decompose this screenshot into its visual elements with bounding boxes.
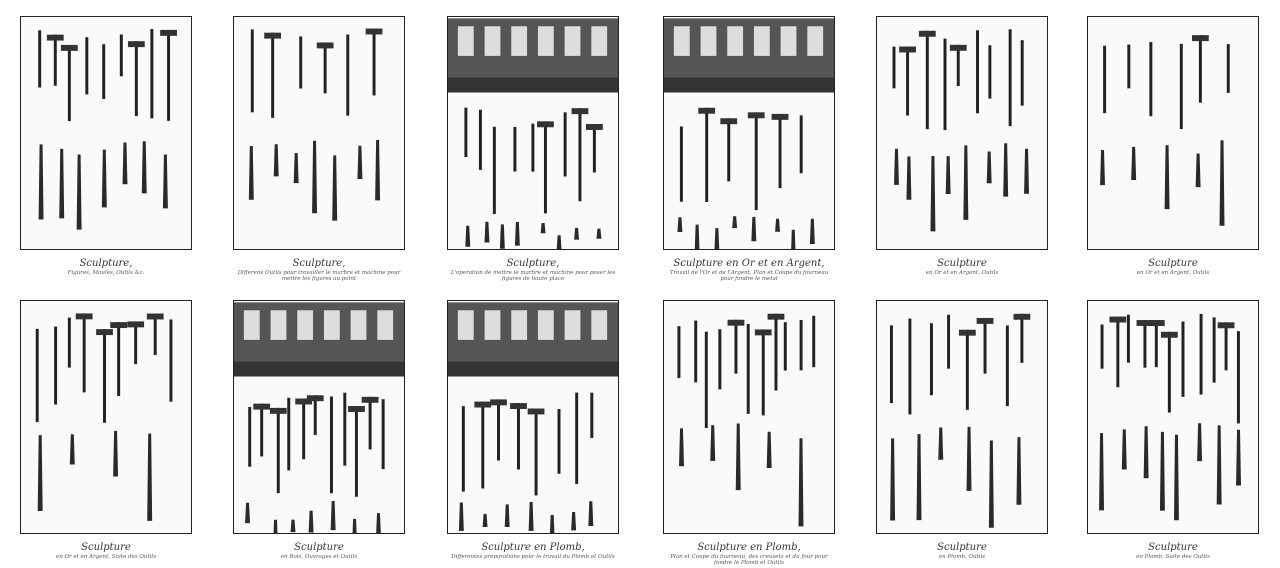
engraving-plate[interactable]: Sculpture en Or et en Argent, Suite des …: [20, 300, 192, 560]
plate-title: Sculpture en Plomb,: [697, 542, 801, 553]
plate-title: Sculpture: [81, 542, 131, 553]
engraving-illustration: [38, 29, 177, 230]
plate-subtitle: en Bois, Ouvrages et Outils: [280, 553, 358, 560]
plate-frame: [233, 16, 405, 250]
plate-subtitle: Figures, Moules, Outils &c.: [67, 269, 145, 276]
plate-caption: Sculpture en Or et en Argent, Travail de…: [663, 252, 835, 282]
plate-caption: Sculpture en Or et en Argent, Outils: [876, 252, 1048, 276]
plate-caption: Sculpture en Or et en Argent, Suite des …: [20, 536, 192, 560]
plate-frame: [1087, 300, 1259, 534]
engraving-illustration: [892, 29, 1030, 232]
plate-caption: Sculpture en Plomb, Outils: [876, 536, 1048, 560]
plate-subtitle: en Or et en Argent, Outils: [925, 269, 999, 276]
plate-subtitle: en Or et en Argent, Suite des Outils: [55, 553, 157, 560]
plate-frame: [233, 300, 405, 534]
plate-subtitle: Differentes preparations pour le travail…: [451, 553, 615, 560]
plate-subtitle: Differens Outils pour travailler le marb…: [237, 269, 401, 282]
engraving-plate[interactable]: Sculpture en Plomb, Outils: [876, 300, 1048, 560]
engraving-illustration: [1099, 313, 1241, 521]
plate-frame: [663, 300, 835, 534]
plate-caption: Sculpture, Figures, Moules, Outils &c.: [20, 252, 192, 276]
plate-title: Sculpture: [1148, 258, 1198, 269]
plate-frame: [20, 300, 192, 534]
engraving-plate[interactable]: Sculpture en Plomb, Differentes preparat…: [447, 300, 619, 560]
plate-subtitle: Travail de l'Or et de l'Argent, Plan et …: [669, 269, 829, 282]
engraving-illustration: [664, 18, 834, 249]
engraving-plate[interactable]: Sculpture en Or et en Argent, Travail de…: [663, 16, 835, 282]
plate-title: Sculpture: [937, 258, 987, 269]
plate-frame: [876, 300, 1048, 534]
plate-caption: Sculpture, L'operation de mettre le marb…: [447, 252, 619, 282]
plate-frame: [447, 300, 619, 534]
engraving-illustration: [448, 18, 618, 249]
engraving-plate[interactable]: Sculpture, L'operation de mettre le marb…: [447, 16, 619, 282]
engraving-plate[interactable]: Sculpture, Figures, Moules, Outils &c.: [20, 16, 192, 276]
engraving-illustration: [677, 313, 816, 527]
plate-title: Sculpture: [1148, 542, 1198, 553]
engraving-illustration: [889, 313, 1031, 528]
plate-subtitle: en Or et en Argent, Outils: [1136, 269, 1210, 276]
plate-title: Sculpture: [937, 542, 987, 553]
engraving-illustration: [1100, 35, 1230, 226]
plate-caption: Sculpture en Plomb, Plan et Coupe du fou…: [663, 536, 835, 566]
plate-caption: Sculpture en Plomb, Differentes preparat…: [447, 536, 619, 560]
plate-frame: [20, 16, 192, 250]
plate-subtitle: Plan et Coupe du fourneau, des creusets …: [670, 553, 828, 566]
plate-frame: [876, 16, 1048, 250]
plate-title: Sculpture,: [79, 258, 133, 269]
plate-title: Sculpture,: [292, 258, 346, 269]
plate-caption: Sculpture en Bois, Ouvrages et Outils: [233, 536, 405, 560]
plate-title: Sculpture en Or et en Argent,: [673, 258, 825, 269]
plate-title: Sculpture: [294, 542, 344, 553]
engraving-plate[interactable]: Sculpture en Or et en Argent, Outils: [876, 16, 1048, 276]
engraving-plate[interactable]: Sculpture en Bois, Ouvrages et Outils: [233, 300, 405, 560]
plate-caption: Sculpture en Or et en Argent, Outils: [1087, 252, 1259, 276]
plate-frame: [663, 16, 835, 250]
engraving-illustration: [248, 28, 383, 221]
plate-subtitle: en Plomb, Outils: [938, 553, 986, 560]
plate-subtitle: en Plomb, Suite des Outils: [1136, 553, 1210, 560]
plate-caption: Sculpture, Differens Outils pour travail…: [233, 252, 405, 282]
plate-caption: Sculpture en Plomb, Suite des Outils: [1087, 536, 1259, 560]
engraving-plate[interactable]: Sculpture en Plomb, Plan et Coupe du fou…: [663, 300, 835, 566]
engraving-plate[interactable]: Sculpture en Or et en Argent, Outils: [1087, 16, 1259, 276]
engraving-plate[interactable]: Sculpture en Plomb, Suite des Outils: [1087, 300, 1259, 560]
engraving-illustration: [234, 302, 404, 533]
engraving-illustration: [448, 302, 618, 533]
plate-subtitle: L'operation de mettre le marbre et machi…: [450, 269, 616, 282]
engraving-illustration: [35, 313, 173, 521]
plate-title: Sculpture,: [506, 258, 560, 269]
plate-frame: [1087, 16, 1259, 250]
engraving-plate[interactable]: Sculpture, Differens Outils pour travail…: [233, 16, 405, 282]
plate-title: Sculpture en Plomb,: [481, 542, 585, 553]
plate-frame: [447, 16, 619, 250]
